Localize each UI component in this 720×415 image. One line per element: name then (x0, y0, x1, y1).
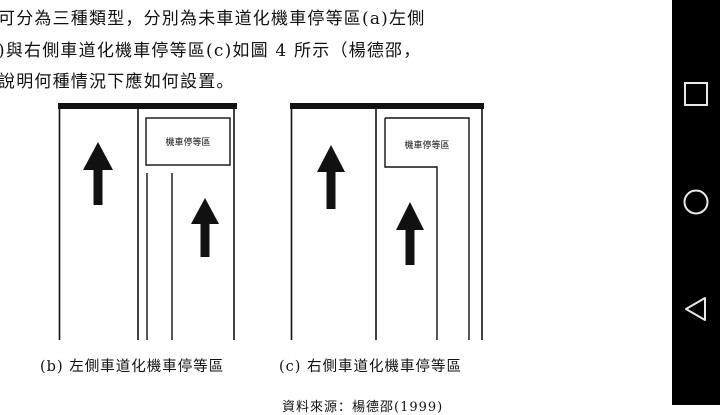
home-button[interactable] (678, 184, 714, 220)
up-arrow-icon (317, 145, 345, 209)
up-arrow-icon (191, 198, 219, 257)
paragraph-line-1: 可分為三種類型，分別為未車道化機車停等區(a)左側 (0, 9, 426, 29)
zone-outline-top (385, 117, 470, 162)
back-button[interactable] (678, 291, 714, 327)
android-navigation-bar (672, 0, 720, 405)
figure-b-caption: (b) 左側車道化機車停等區 (40, 359, 225, 375)
up-arrow-icon (83, 142, 113, 205)
source-note: 資料來源：楊德邵(1999) (282, 400, 444, 415)
paragraph-line-3: 說明何種情況下應如何設置。 (0, 72, 235, 92)
triangle-back-icon (685, 297, 706, 321)
motorcycle-waiting-zone (145, 117, 231, 166)
up-arrow-icon (396, 202, 424, 265)
document-page: 可分為三種類型，分別為未車道化機車停等區(a)左側 )與右側車道化機車停等區(c… (0, 9, 484, 415)
figure-c-diagram: 機車停等區 (290, 103, 484, 340)
figure-b-diagram: 機車停等區 (58, 103, 237, 340)
square-icon (684, 82, 708, 106)
zone-label: 機車停等區 (404, 139, 449, 151)
zone-label: 機車停等區 (165, 136, 210, 148)
paragraph-line-2: )與右側車道化機車停等區(c)如圖 4 所示（楊德邵， (0, 41, 422, 61)
circle-icon (683, 189, 709, 215)
stop-bar (290, 103, 484, 109)
figure-c-caption: (c) 右側車道化機車停等區 (279, 359, 463, 375)
stop-bar (58, 103, 237, 109)
recent-apps-button[interactable] (678, 76, 714, 112)
zone-outline-channel (384, 118, 438, 340)
